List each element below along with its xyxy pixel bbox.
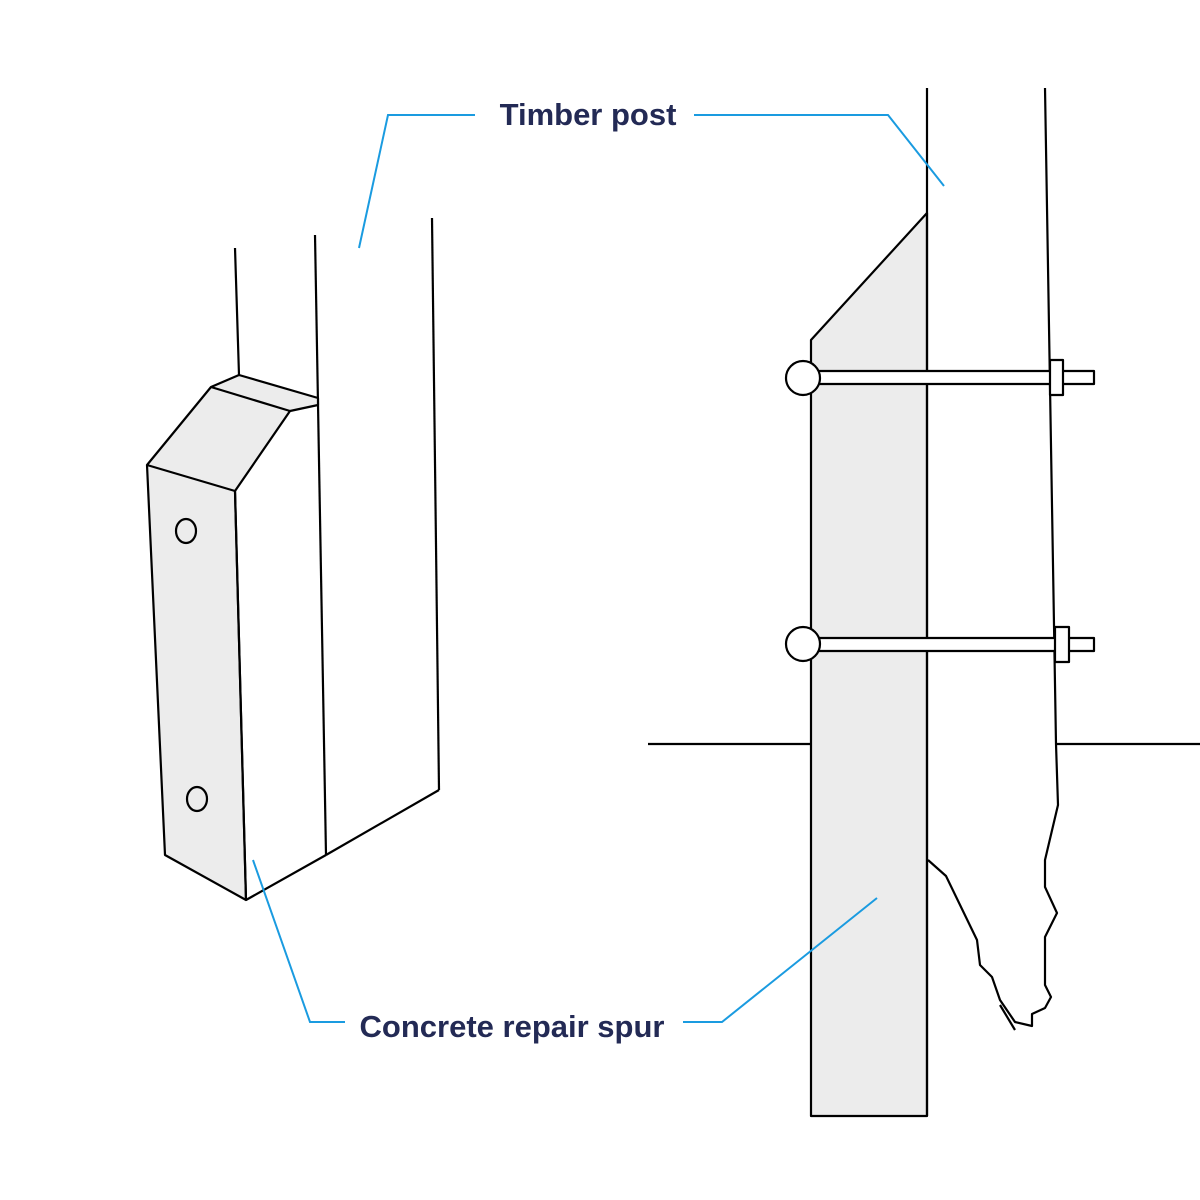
leader-lines [252,114,945,1023]
left-concrete-spur [145,373,327,902]
bolt-hole-upper [174,517,198,545]
label-timber-post: Timber post [500,97,677,132]
right-concrete-spur [809,211,929,1118]
bolt-upper [784,358,1096,397]
left-timber-post [233,217,441,856]
bolt-hole-lower [185,785,209,813]
bolt-lower [784,625,1096,664]
label-concrete-repair-spur: Concrete repair spur [360,1009,665,1044]
right-timber-post [925,87,1060,1116]
